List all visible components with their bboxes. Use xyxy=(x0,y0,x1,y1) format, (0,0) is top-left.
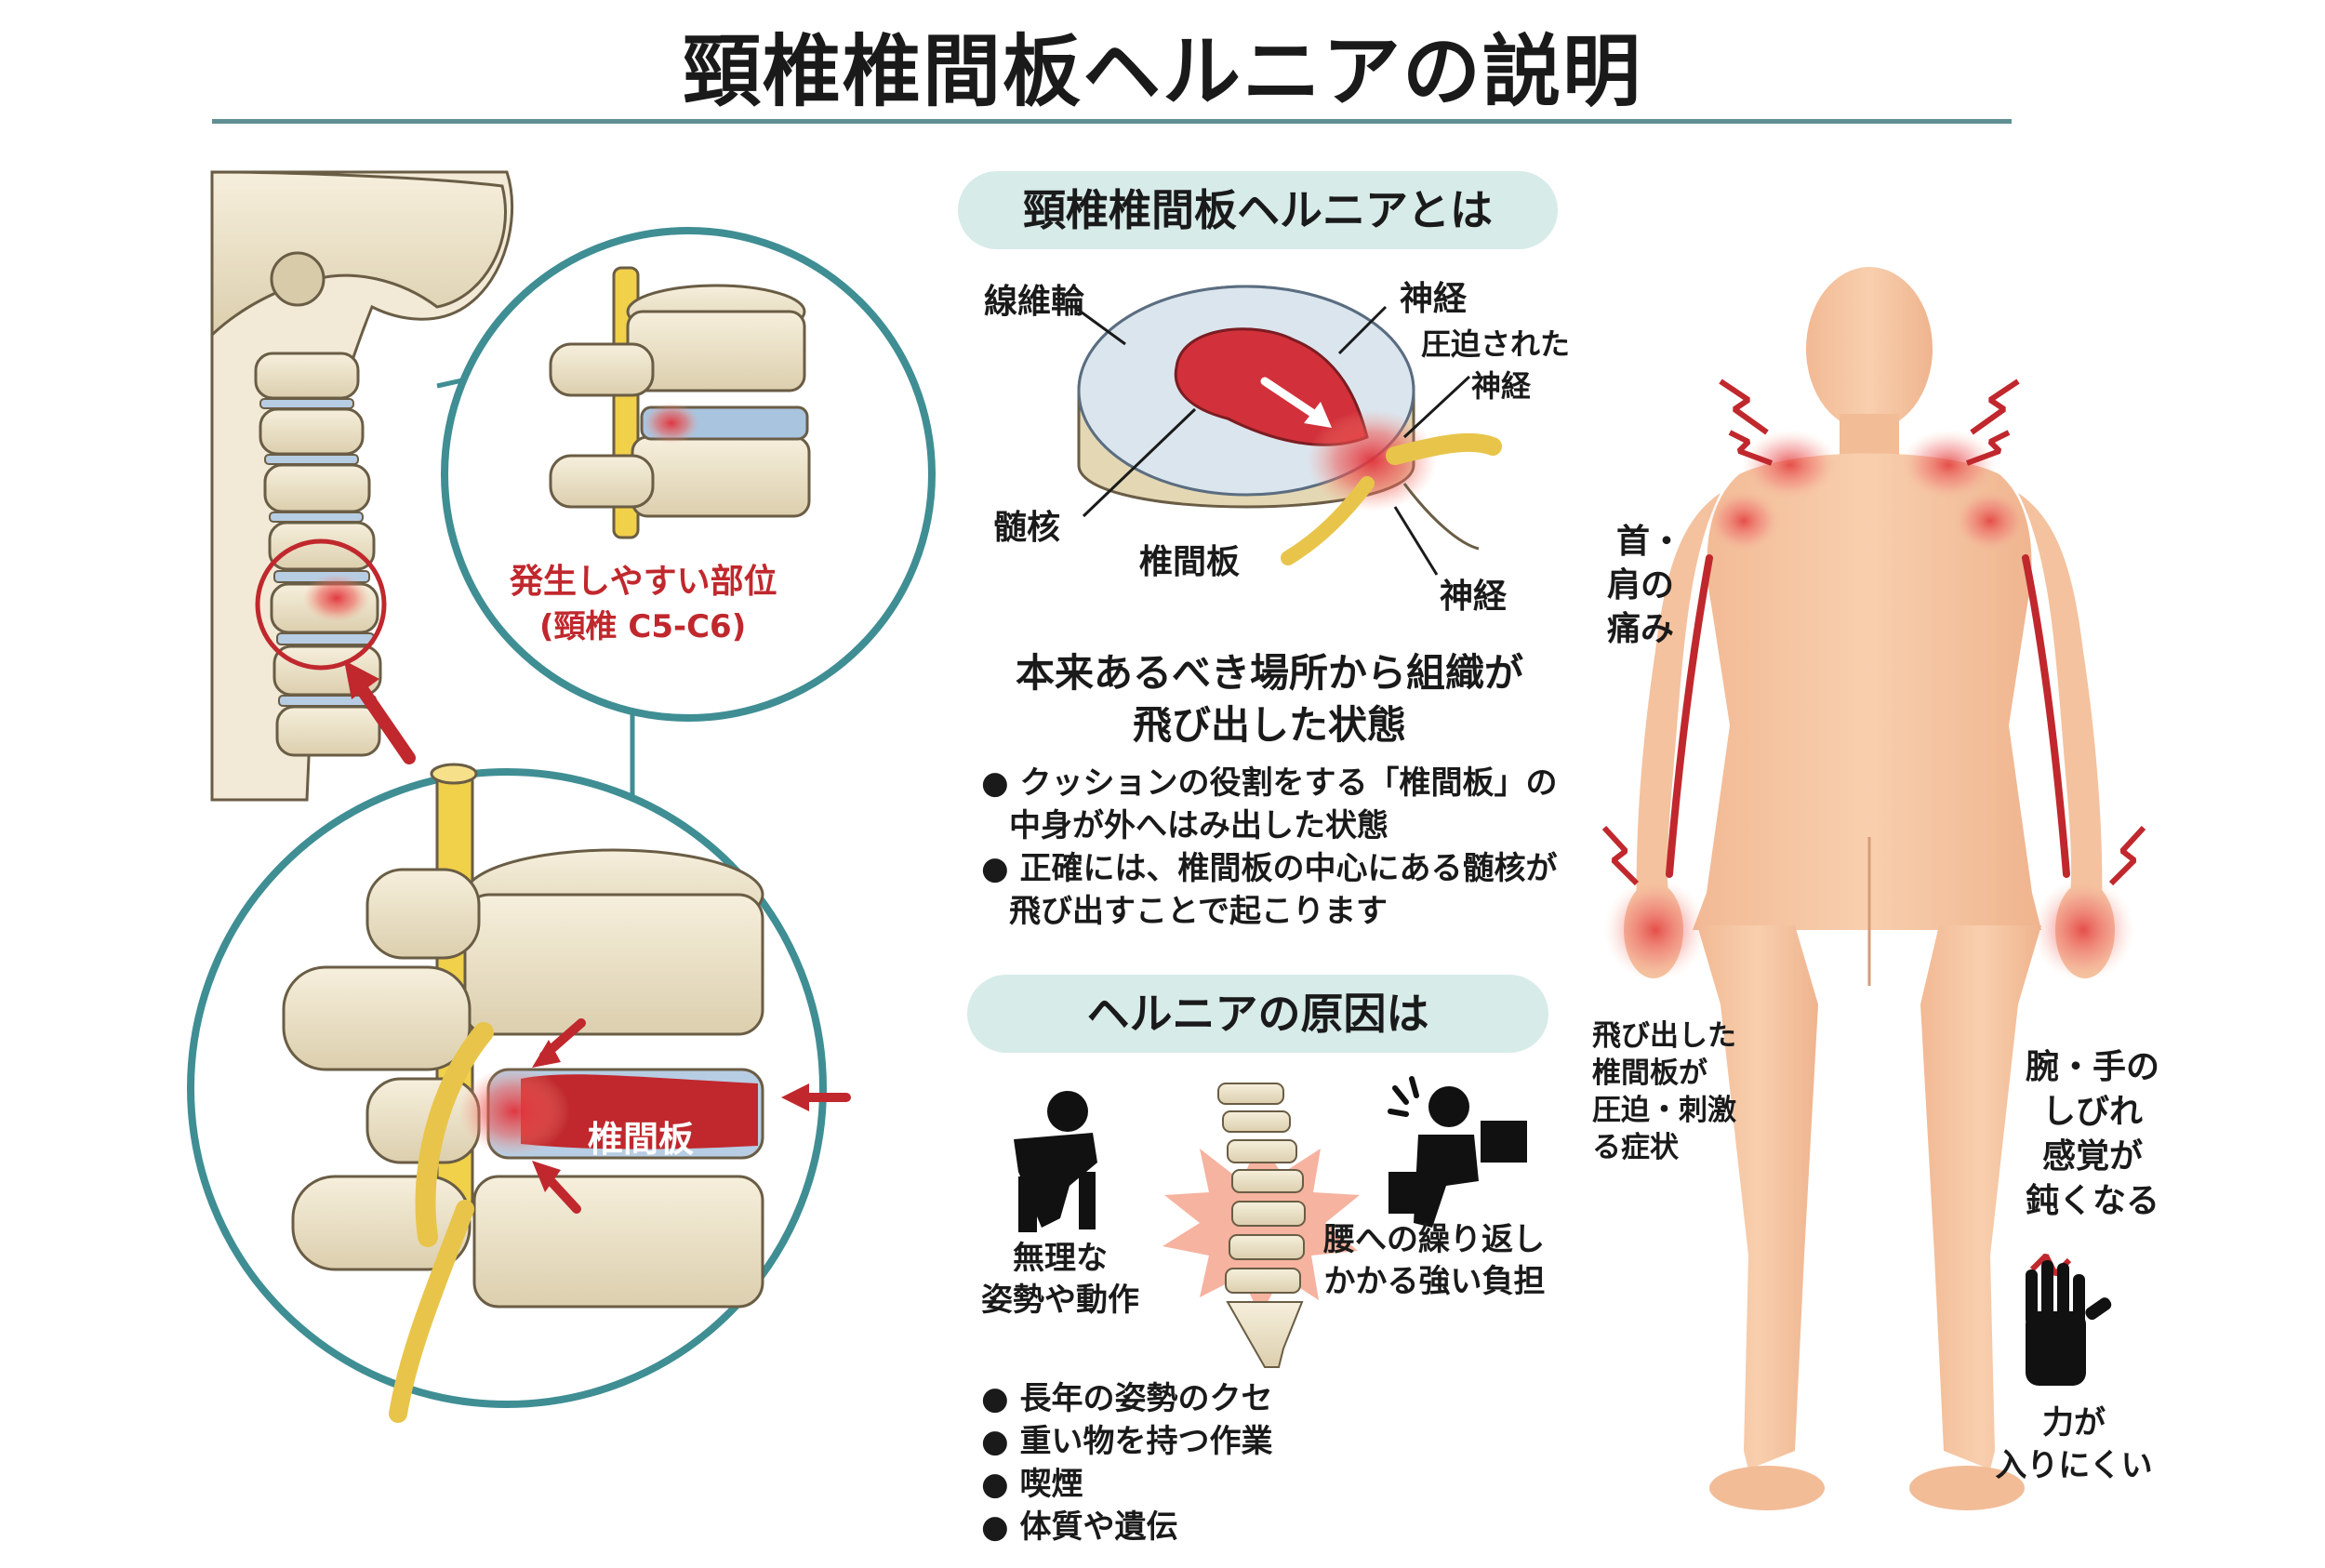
lifting-person-icon xyxy=(1388,1076,1527,1228)
what-is-bullet-2a: ● 正確には、椎間板の中心にある髄核が xyxy=(981,850,1558,887)
zoom-circle-upper xyxy=(441,227,936,722)
bending-person-icon xyxy=(1014,1091,1097,1232)
what-is-bullet-1a: ● クッションの役割をする「椎間板」の xyxy=(981,764,1558,802)
arm-numbness-label-4: 鈍くなる xyxy=(2025,1182,2159,1220)
disc-symptom-label-1: 飛び出した xyxy=(1592,1019,1736,1053)
cause-list-item: ● 喫煙 xyxy=(981,1466,1083,1503)
annulus-label: 線維輪 xyxy=(984,283,1085,321)
neck-pain-label-1: 首・ xyxy=(1616,523,1684,561)
cervical-spine-illustration xyxy=(210,170,514,802)
disc-label: 椎間板 xyxy=(588,1119,695,1160)
title-divider xyxy=(212,119,2012,124)
lumbar-spine-icon xyxy=(1162,1083,1360,1368)
grip-weakness-label-2: 入りにくい xyxy=(1995,1447,2153,1484)
load-cause-label-1: 腰への繰り返し xyxy=(1323,1221,1545,1258)
what-is-bullet-1b: 中身が外へはみ出した状態 xyxy=(1009,807,1388,844)
cause-list-item: ● 体質や遺伝 xyxy=(981,1508,1178,1546)
herniation-site-label: 発生しやすい部位 xyxy=(510,563,777,601)
grip-weakness-label-1: 力が xyxy=(2042,1404,2106,1442)
arm-numbness-label-2: しびれ xyxy=(2041,1093,2143,1131)
arm-numbness-label-3: 感覚が xyxy=(2041,1137,2143,1176)
disc-section-label: 椎間板 xyxy=(1139,543,1241,581)
disc-symptom-label-2: 椎間板が xyxy=(1592,1056,1707,1090)
posture-cause-label-2: 姿勢や動作 xyxy=(981,1282,1139,1319)
herniation-site-level: (頸椎 C5-C6) xyxy=(539,608,747,645)
disc-cross-section xyxy=(1073,285,1502,576)
page-title: 頸椎椎間板ヘルニアの説明 xyxy=(682,26,1642,117)
summary-line-1: 本来あるべき場所から組織が xyxy=(1015,650,1523,696)
arm-numbness-label-1: 腕・手の xyxy=(2025,1048,2159,1086)
posture-cause-label-1: 無理な xyxy=(1013,1240,1108,1277)
nerve-top-label: 神経 xyxy=(1400,280,1468,318)
disc-symptom-label-4: る症状 xyxy=(1592,1131,1679,1164)
disc-symptom-label-3: 圧迫・刺激 xyxy=(1592,1094,1736,1127)
compressed-nerve-label-1: 圧迫された xyxy=(1421,326,1571,362)
human-body-figure xyxy=(1601,267,2146,1510)
summary-line-2: 飛び出した状態 xyxy=(1132,702,1406,748)
nerve-bottom-label: 神経 xyxy=(1440,578,1508,616)
what-is-bullet-2b: 飛び出すことで起こります xyxy=(1009,893,1388,930)
zoom-circle-lower xyxy=(187,763,851,1423)
cause-list-item: ● 長年の姿勢のクセ xyxy=(981,1380,1273,1417)
load-cause-label-2: かかる強い負担 xyxy=(1323,1263,1546,1300)
cause-list-item: ● 重い物を持つ作業 xyxy=(981,1423,1273,1460)
neck-pain-label-2: 肩の xyxy=(1607,566,1675,605)
weak-hand-icon xyxy=(2026,1260,2112,1386)
nucleus-label: 髄核 xyxy=(993,509,1061,547)
neck-pain-label-3: 痛み xyxy=(1607,610,1675,648)
what-is-header: 頸椎椎間板ヘルニアとは xyxy=(958,171,1558,249)
causes-header: ヘルニアの原因は xyxy=(967,975,1548,1053)
compressed-nerve-label-2: 神経 xyxy=(1471,368,1532,404)
